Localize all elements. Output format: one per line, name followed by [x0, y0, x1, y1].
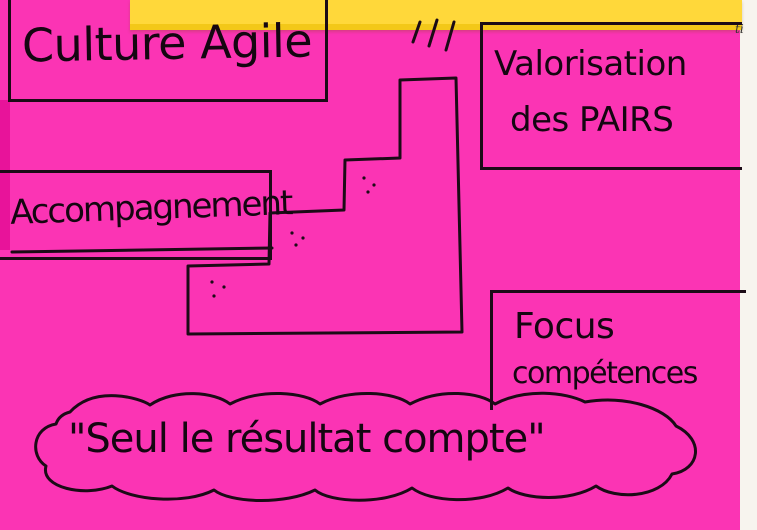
valorisation-label-line1: Valorisation — [494, 44, 687, 84]
focus-competences-box — [490, 290, 746, 410]
valorisation-box — [480, 22, 742, 170]
accompagnement-box — [0, 170, 272, 260]
sparkle-lines-icon — [411, 18, 456, 52]
quote-text: "Seul le résultat compte" — [68, 416, 546, 462]
pink-sticky-note — [0, 0, 740, 530]
valorisation-label-line2: des PAIRS — [510, 100, 674, 140]
note-underlayer — [0, 100, 10, 250]
focus-label-line2: compétences — [512, 356, 698, 391]
paper-scrap-text: ti — [735, 22, 744, 36]
culture-agile-box — [8, 0, 328, 102]
cloud-bubble-icon — [34, 391, 697, 502]
focus-label-line1: Focus — [514, 306, 615, 347]
accompagnement-underline — [10, 246, 274, 254]
culture-agile-label: Culture Agile — [21, 13, 313, 73]
staircase-icon — [186, 76, 464, 336]
